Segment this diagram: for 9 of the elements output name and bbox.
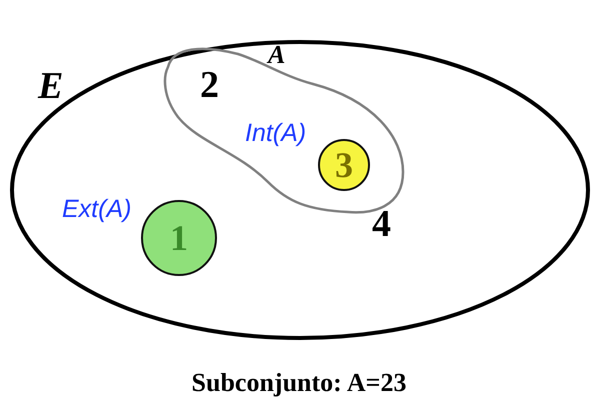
set-name: A: [268, 42, 286, 68]
point-number: 4: [372, 205, 391, 243]
point-circle: 1: [141, 200, 217, 276]
caption: Subconjunto: A=23: [190, 368, 408, 398]
region-label: Ext(A): [62, 197, 132, 222]
set-name: E: [38, 67, 64, 105]
point-circle: 3: [318, 139, 370, 191]
point-number: 2: [200, 66, 219, 104]
region-label: Int(A): [245, 121, 306, 146]
